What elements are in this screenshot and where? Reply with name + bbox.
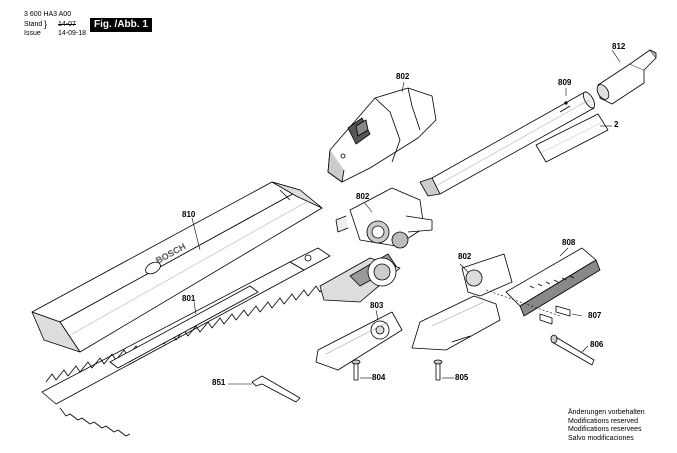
modification-notice: Änderungen vorbehalten Modifications res… bbox=[568, 409, 645, 443]
part-812-end-cap bbox=[596, 49, 657, 105]
callout-802-mid: 802 bbox=[356, 192, 370, 201]
figure-label: Fig. /Abb. 1 bbox=[90, 18, 152, 32]
part-802-gearbox bbox=[319, 187, 433, 303]
callout-806: 806 bbox=[590, 340, 604, 349]
part-807-screws bbox=[539, 305, 571, 325]
callout-807: 807 bbox=[588, 311, 602, 320]
leader-lines bbox=[191, 49, 621, 385]
part-808-handle bbox=[505, 247, 601, 317]
part-806-bolt bbox=[550, 334, 595, 366]
drawing-number: 3 600 HA3 A00 bbox=[24, 11, 72, 18]
stand-value: 14-07 bbox=[58, 21, 76, 28]
notice-line-en: Modifications reserved bbox=[568, 417, 639, 425]
callout-809: 809 bbox=[558, 78, 572, 87]
callout-808: 808 bbox=[562, 238, 576, 247]
callout-801: 801 bbox=[182, 294, 196, 303]
callout-802-right: 802 bbox=[458, 252, 472, 261]
part-2-label-sleeve bbox=[535, 113, 609, 163]
issue-value: 14-09-18 bbox=[58, 30, 87, 37]
part-802-housing-top bbox=[327, 87, 437, 183]
callout-812: 812 bbox=[612, 42, 626, 51]
callout-803: 803 bbox=[370, 301, 384, 310]
callout-804: 804 bbox=[372, 373, 386, 382]
part-809-shaft bbox=[419, 91, 596, 197]
issue-label: Issue bbox=[24, 30, 41, 37]
callout-802-top: 802 bbox=[396, 72, 410, 81]
part-851-hex-key bbox=[251, 375, 301, 403]
callout-2: 2 bbox=[614, 120, 619, 129]
callout-805: 805 bbox=[455, 373, 469, 382]
notice-line-fr: Modifications reservees bbox=[568, 426, 642, 434]
part-801-blade bbox=[41, 247, 353, 437]
callout-851: 851 bbox=[212, 378, 226, 387]
part-804-screw bbox=[351, 359, 361, 381]
notice-line-es: Salvo modificaciones bbox=[568, 434, 634, 442]
notice-line-de: Änderungen vorbehalten bbox=[568, 409, 645, 416]
brace: } bbox=[44, 19, 48, 29]
part-803-cover-plate bbox=[315, 311, 403, 371]
stand-label: Stand bbox=[24, 21, 43, 28]
part-805-screw bbox=[433, 359, 443, 381]
part-802-housing-right bbox=[411, 253, 513, 351]
callout-810: 810 bbox=[182, 210, 196, 219]
part-810-blade-cover bbox=[31, 181, 323, 353]
